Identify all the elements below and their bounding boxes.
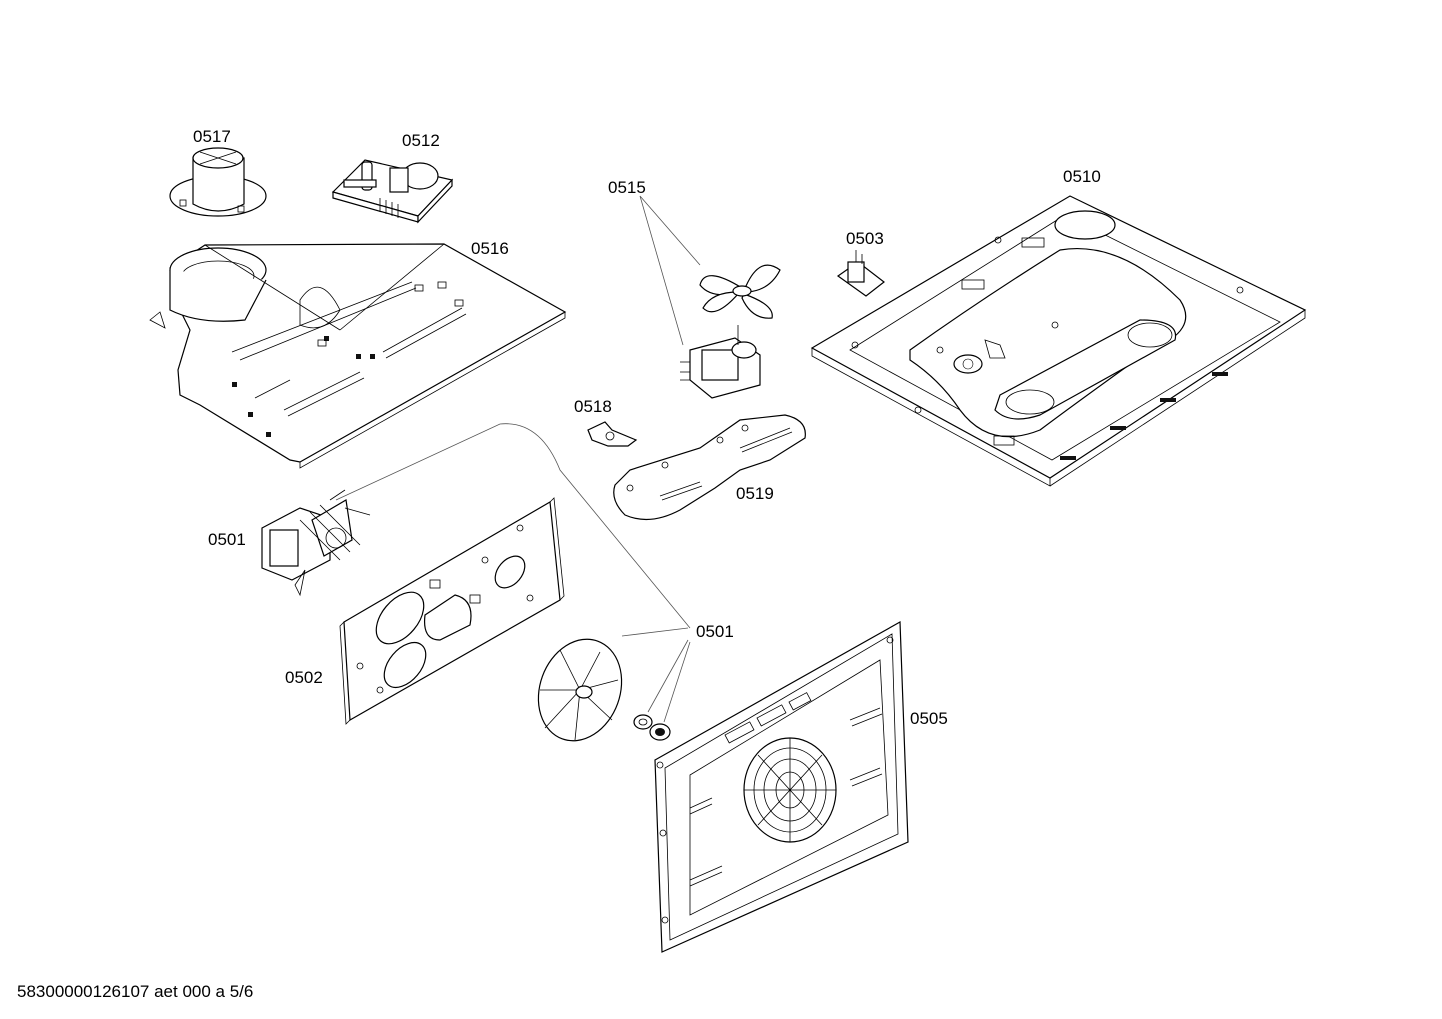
part-0501-fan-wheel (537, 627, 691, 742)
label-0502: 0502 (285, 668, 323, 687)
part-0515-fan-motor (639, 195, 781, 399)
part-0505-oven-back-wall (654, 620, 909, 953)
label-0510: 0510 (1063, 167, 1101, 186)
label-0501-motor: 0501 (208, 530, 246, 549)
part-0501-convection-motor (261, 423, 691, 629)
part-0517-duct (169, 147, 267, 217)
label-0517: 0517 (193, 127, 231, 146)
label-0515: 0515 (608, 178, 646, 197)
label-0518: 0518 (574, 397, 612, 416)
part-0510-base-tray (810, 195, 1307, 487)
part-0502-back-panel (339, 497, 565, 725)
part-0516-top-plate (149, 243, 567, 469)
part-0503-thermostat (836, 250, 885, 297)
drawing-reference-footer: 58300000126107 aet 000 a 5/6 (17, 982, 253, 1001)
part-0512-circuit-board (331, 159, 454, 224)
label-0503: 0503 (846, 229, 884, 248)
part-0519-cover-plate (613, 414, 806, 521)
part-0518-bracket (587, 421, 638, 447)
label-0505: 0505 (910, 709, 948, 728)
label-0501-fan: 0501 (696, 622, 734, 641)
label-0512: 0512 (402, 131, 440, 150)
label-0516: 0516 (471, 239, 509, 258)
label-0519: 0519 (736, 484, 774, 503)
